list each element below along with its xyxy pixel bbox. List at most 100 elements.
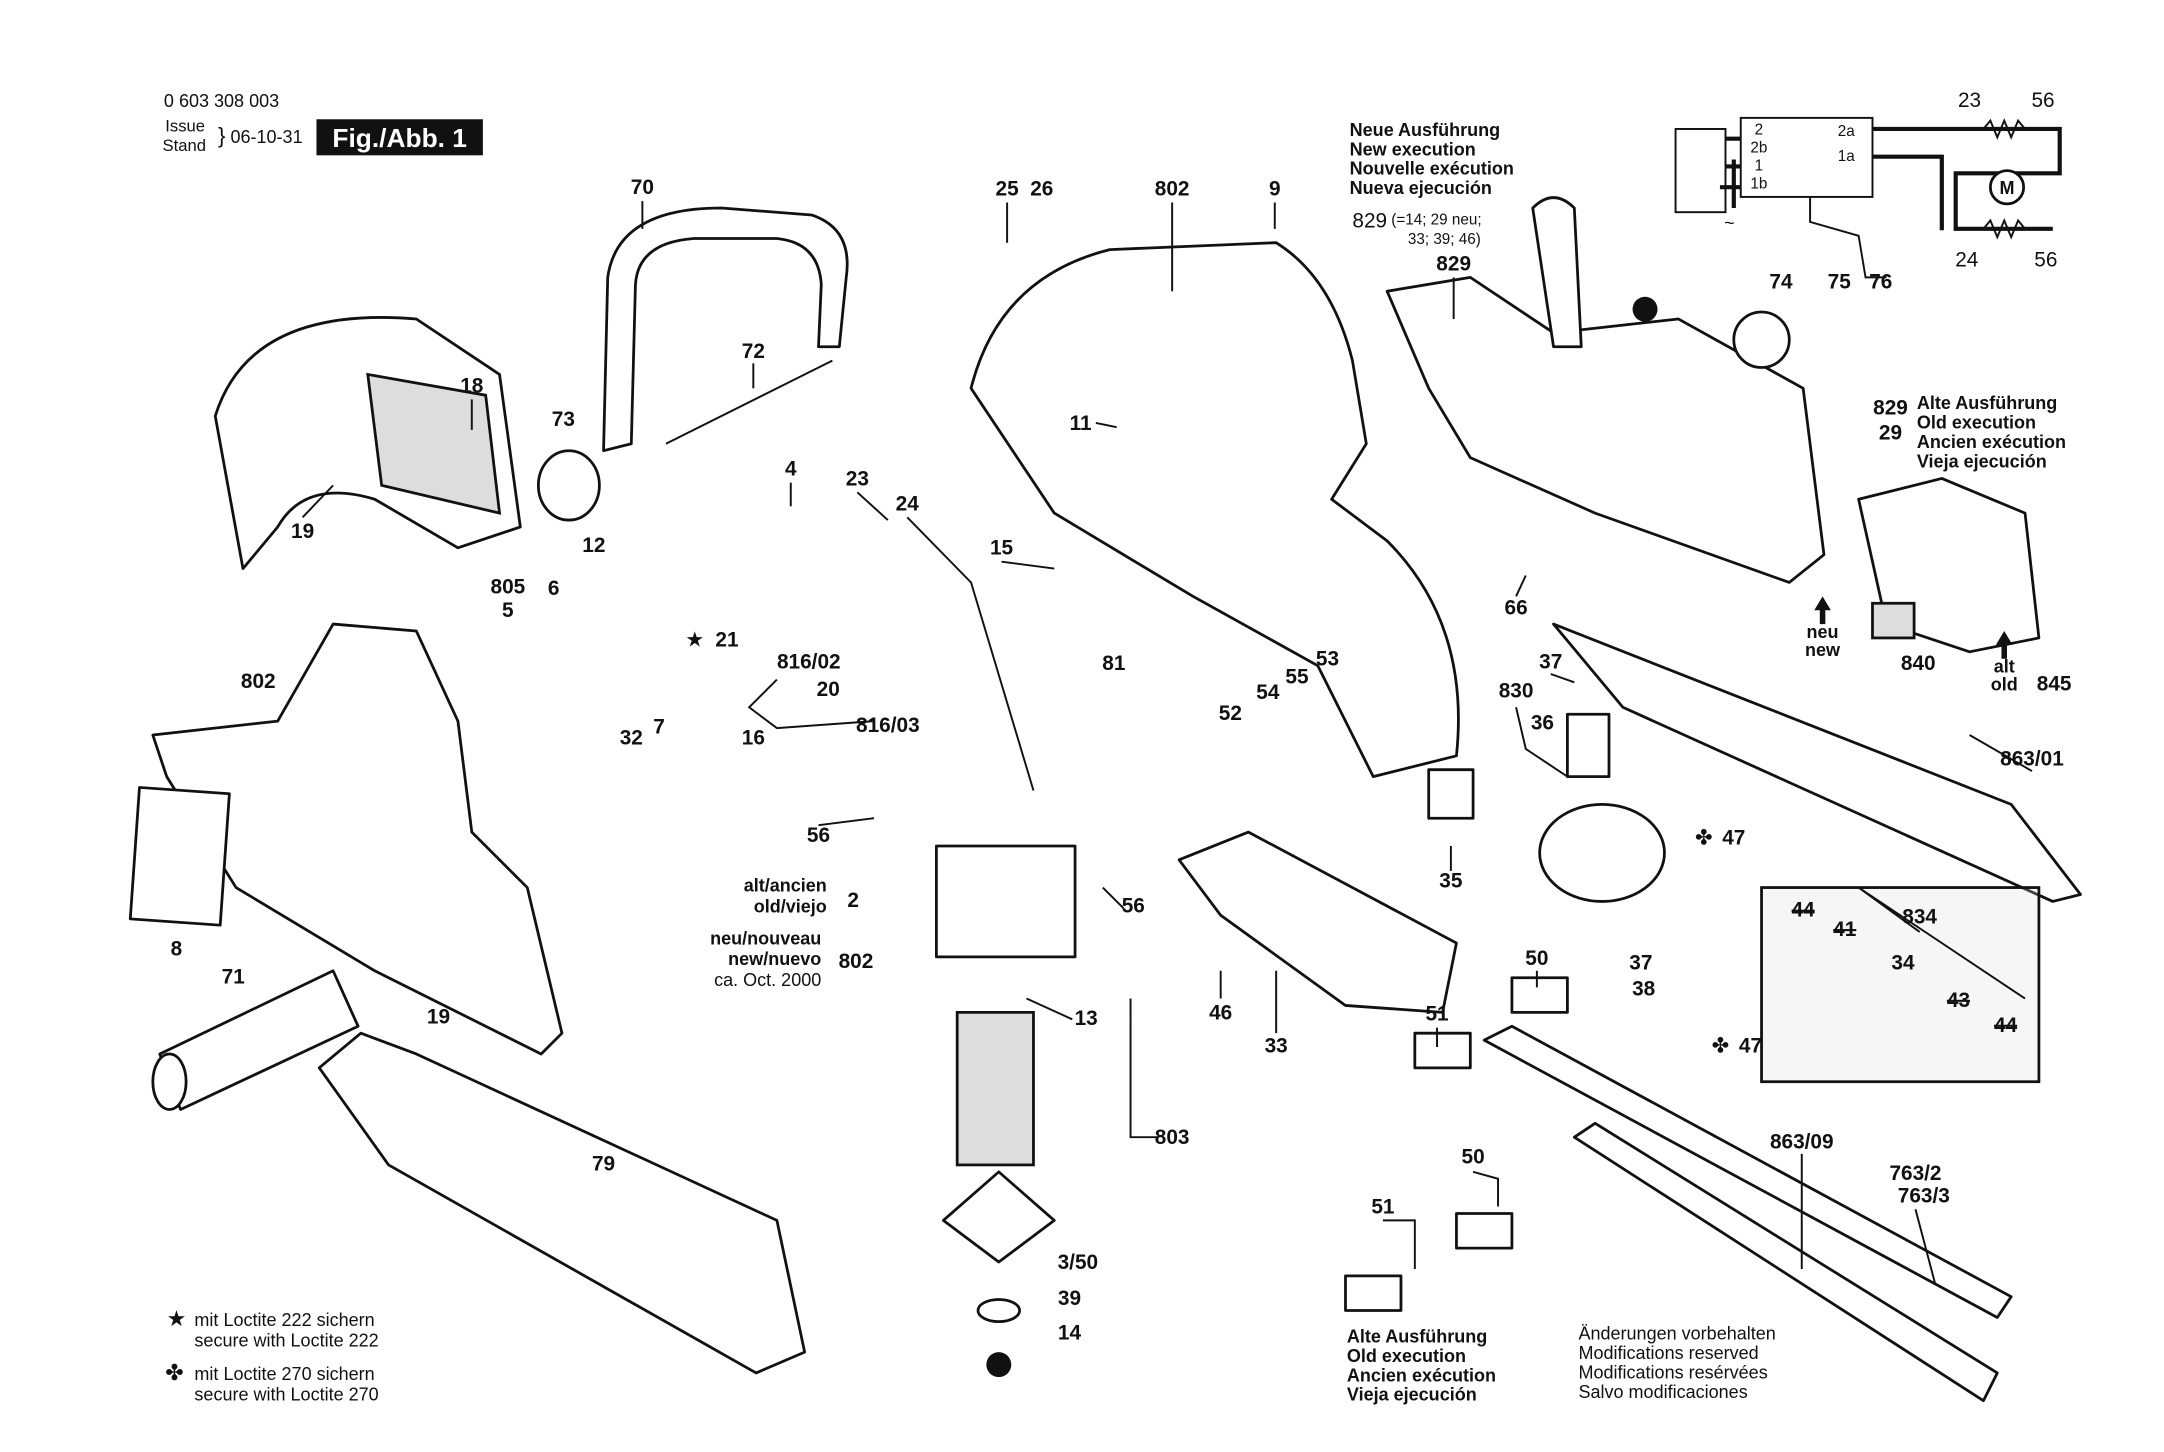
callout: 863/01 xyxy=(2000,748,2064,771)
svg-text:New execution: New execution xyxy=(1350,139,1476,159)
callout: 52 xyxy=(1219,702,1242,725)
svg-text:}: } xyxy=(218,123,225,148)
callout: 37 xyxy=(1629,951,1652,974)
leader-lines xyxy=(301,201,2033,1284)
callout-labels: 70 18 19 73 72 25 26 802 9 11 4 23 24 12… xyxy=(171,176,2072,1345)
callout: 863/09 xyxy=(1770,1130,1834,1153)
star-icon: ★ xyxy=(685,628,704,651)
svg-text:neu: neu xyxy=(1807,622,1839,642)
star-icon: ★ xyxy=(167,1306,187,1331)
svg-text:old: old xyxy=(1991,675,2018,695)
svg-text:56: 56 xyxy=(2034,248,2057,271)
callout-struck: 44 xyxy=(1994,1014,2018,1037)
variant-note: alt/ancien old/viejo 2 neu/nouveau new/n… xyxy=(710,876,873,990)
callout: 51 xyxy=(1371,1195,1394,1218)
callout: 13 xyxy=(1075,1007,1098,1030)
callout: 73 xyxy=(552,408,575,431)
issue-date: 06-10-31 xyxy=(230,127,302,147)
svg-text:33; 39; 46): 33; 39; 46) xyxy=(1408,231,1481,248)
callout: 15 xyxy=(990,537,1013,560)
callout-struck: 41 xyxy=(1833,918,1856,941)
svg-text:56: 56 xyxy=(2031,89,2054,112)
svg-text:23: 23 xyxy=(1958,89,1981,112)
callout: 805 xyxy=(491,576,526,599)
callout: 37 xyxy=(1539,650,1562,673)
terminal-label: 1 xyxy=(1755,158,1763,175)
callout: 36 xyxy=(1531,711,1554,734)
svg-text:2: 2 xyxy=(847,889,859,912)
callout: 802 xyxy=(241,670,276,693)
callout: 7 xyxy=(653,716,665,739)
svg-text:Neue Ausführung: Neue Ausführung xyxy=(1350,120,1500,140)
callout: 19 xyxy=(427,1005,450,1028)
callout: 4 xyxy=(785,458,797,481)
callout: 50 xyxy=(1525,947,1548,970)
callout: 5 xyxy=(502,599,514,622)
svg-text:Old execution: Old execution xyxy=(1347,1346,1466,1366)
callout: 25 xyxy=(996,178,1019,201)
callout: 830 xyxy=(1499,680,1534,703)
callout: 55 xyxy=(1285,666,1308,689)
callout: 8 xyxy=(171,938,183,961)
callout: 834 xyxy=(1902,906,1937,929)
svg-text:Modifications reserved: Modifications reserved xyxy=(1578,1343,1758,1363)
svg-text:Alte Ausführung: Alte Ausführung xyxy=(1347,1326,1487,1346)
svg-text:Ancien exécution: Ancien exécution xyxy=(1917,432,2066,452)
svg-text:A: A xyxy=(993,1357,1005,1376)
terminal-label: 2 xyxy=(1755,122,1763,139)
svg-text:new/nuevo: new/nuevo xyxy=(728,949,821,969)
callout: 39 xyxy=(1058,1287,1081,1310)
motor-label: M xyxy=(2000,178,2015,198)
clover-icon: ✤ xyxy=(1712,1035,1729,1058)
wiring-schematic: M ~ 2 2b 1 1b 2a 1a 23 56 24 56 xyxy=(1674,89,2062,279)
svg-text:mit Loctite 270 sichern: mit Loctite 270 sichern xyxy=(194,1364,374,1384)
callout: 56 xyxy=(807,824,830,847)
callout: 75 xyxy=(1828,270,1851,293)
terminal-label: 2a xyxy=(1838,123,1855,140)
svg-text:Old execution: Old execution xyxy=(1917,413,2036,433)
svg-text:24: 24 xyxy=(1955,248,1978,271)
callout: 763/2 xyxy=(1889,1162,1941,1185)
callout: 71 xyxy=(222,965,245,988)
callout: 840 xyxy=(1901,652,1936,675)
svg-text:neu/nouveau: neu/nouveau xyxy=(710,928,821,948)
callout: 802 xyxy=(1155,178,1190,201)
callout: 12 xyxy=(582,534,605,557)
old-execution-note-right: Alte Ausführung Old execution Ancien exé… xyxy=(1917,393,2066,471)
callout: 53 xyxy=(1316,648,1339,671)
svg-text:802: 802 xyxy=(839,950,874,973)
callout: 845 xyxy=(2037,673,2072,696)
ac-symbol: ~ xyxy=(1724,213,1735,233)
callout: 81 xyxy=(1102,652,1125,675)
callout: 816/03 xyxy=(856,714,920,737)
callout: 18 xyxy=(460,374,483,397)
new-execution-note: Neue Ausführung New execution Nouvelle e… xyxy=(1350,120,1514,248)
callout: 70 xyxy=(631,176,654,199)
callout: 66 xyxy=(1505,596,1528,619)
svg-text:new: new xyxy=(1805,640,1841,660)
callout: 829 xyxy=(1436,252,1471,275)
callout: 21 xyxy=(715,628,738,651)
svg-text:alt/ancien: alt/ancien xyxy=(744,876,827,896)
svg-text:old/viejo: old/viejo xyxy=(754,897,827,917)
callout: 34 xyxy=(1891,951,1915,974)
clover-icon: ✤ xyxy=(1695,827,1712,850)
svg-text:mit Loctite 222 sichern: mit Loctite 222 sichern xyxy=(194,1310,374,1330)
figure-label: Fig./Abb. 1 xyxy=(332,123,467,153)
callout: 763/3 xyxy=(1898,1184,1950,1207)
callout: 32 xyxy=(620,727,643,750)
old-execution-note-bottom: Alte Ausführung Old execution Ancien exé… xyxy=(1347,1326,1496,1404)
terminal-label: 1b xyxy=(1750,176,1767,193)
callout: 11 xyxy=(1070,412,1092,435)
callout: 24 xyxy=(896,492,920,515)
svg-text:A: A xyxy=(1639,301,1651,320)
callout: 29 xyxy=(1879,422,1902,445)
callout: 76 xyxy=(1869,270,1892,293)
callout: 47 xyxy=(1722,827,1745,850)
svg-text:ca. Oct. 2000: ca. Oct. 2000 xyxy=(714,970,821,990)
svg-text:secure with Loctite 222: secure with Loctite 222 xyxy=(194,1331,378,1351)
callout-struck: 43 xyxy=(1947,989,1970,1012)
callout: 829 xyxy=(1873,397,1908,420)
part-shapes xyxy=(128,196,2082,1403)
